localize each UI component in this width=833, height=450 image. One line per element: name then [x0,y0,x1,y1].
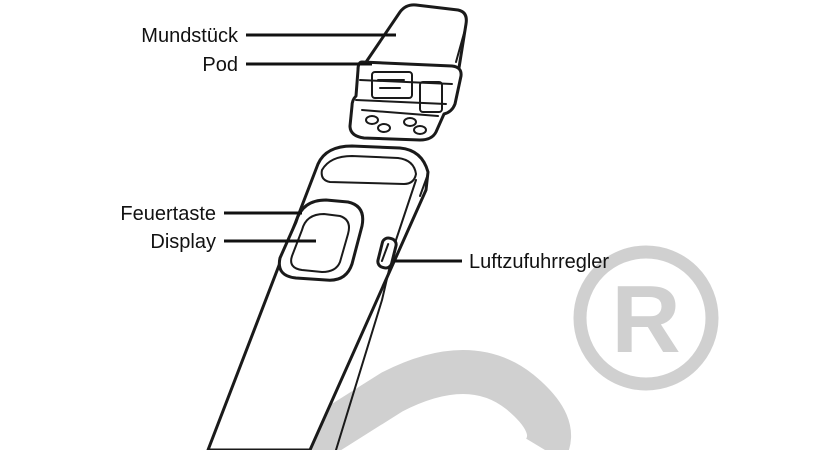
registered-trademark-watermark-icon: R [573,245,719,391]
mouthpiece-label: Mundstück [141,25,239,47]
watermark-letter-fragment [288,350,571,450]
fire-button-label: Feuertaste [120,203,216,225]
svg-text:R: R [611,266,680,373]
fire-button-display [277,198,365,282]
device-body [206,144,430,450]
airflow-control-label: Luftzufuhrregler [469,251,609,273]
display-label: Display [150,231,216,253]
pod-label: Pod [202,54,238,76]
airflow-control-slot [376,236,398,270]
pod-part [348,60,463,142]
